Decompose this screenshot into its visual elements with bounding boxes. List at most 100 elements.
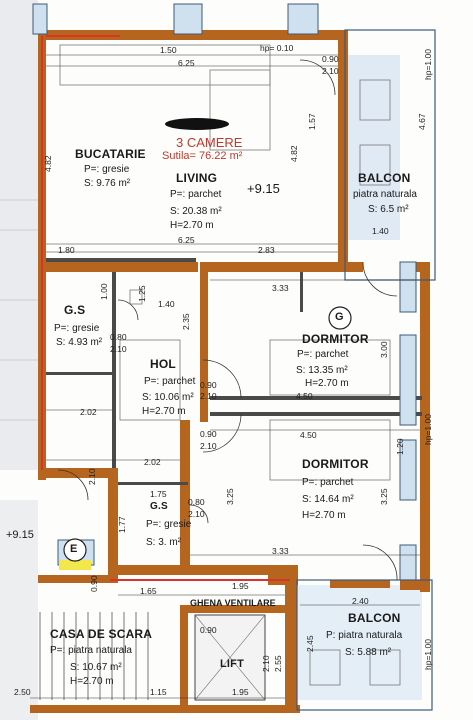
- dimension: 0.90: [89, 575, 99, 592]
- dimension: 4.50: [296, 391, 313, 401]
- room-name: BALCON: [348, 611, 401, 625]
- dimension: 1.95: [232, 581, 249, 591]
- room-floor: P=: parchet: [302, 477, 354, 488]
- room-area: S: 14.64 m²: [302, 494, 354, 505]
- balcony-bottom-floor: [297, 585, 422, 700]
- room-height: H=2.70 m: [70, 676, 114, 687]
- dimension: 1.40: [158, 299, 175, 309]
- adjacent-hatching: [0, 199, 38, 421]
- room-height: H=2.70 m: [142, 406, 186, 417]
- dimension: hp=1.00: [423, 639, 433, 670]
- dimension: 2.55: [273, 655, 283, 672]
- room-height: H=2.70 m: [305, 378, 349, 389]
- door-swings: [57, 59, 398, 581]
- dimension: 2.10: [188, 509, 205, 519]
- dimension: 1.80: [58, 245, 75, 255]
- dimension: 1.50: [160, 45, 177, 55]
- dimension: 0.80: [110, 332, 127, 342]
- dimension: 3.33: [272, 546, 289, 556]
- dimension: 2.10: [110, 344, 127, 354]
- stair-highlight: [59, 560, 91, 570]
- room-area: S: 9.76 m²: [84, 178, 131, 189]
- adjacent-area-left: [0, 0, 38, 470]
- dimension: 2.10: [261, 655, 271, 672]
- room-floor: P=: parchet: [297, 349, 349, 360]
- room-area: S: 10.67 m²: [70, 662, 122, 673]
- room-name: CASA DE SCARA: [50, 627, 153, 641]
- room-name: G.S: [150, 501, 168, 512]
- room-name: HOL: [150, 357, 176, 371]
- room-area: S: 20.38 m²: [170, 206, 222, 217]
- balcony-top-floor: [345, 55, 400, 240]
- room-area: S: 6.5 m²: [368, 204, 409, 215]
- room-name: GHENA VENTILARE: [190, 598, 276, 608]
- room-name: DORMITOR: [302, 457, 369, 471]
- balcony-bottom-outline: [296, 579, 433, 711]
- dimension: 2.02: [144, 457, 161, 467]
- dimension: hp=1.00: [423, 414, 433, 445]
- dimension: 0.90: [200, 429, 217, 439]
- dimension: 1.57: [307, 113, 317, 130]
- dimension: 4.67: [417, 113, 427, 130]
- dimension: 2.10: [200, 441, 217, 451]
- room-floor: P=: parchet: [170, 189, 222, 200]
- dimension: 2.10: [87, 468, 97, 485]
- room-floor: P=: gresie: [84, 164, 130, 175]
- section-marker-label: G: [335, 311, 344, 323]
- dimension: 2.50: [14, 687, 31, 697]
- room-name: G.S: [64, 303, 86, 317]
- interior-partitions: [46, 258, 422, 485]
- dimension-lines: [30, 54, 420, 699]
- room-floor: P=: gresie: [54, 323, 100, 334]
- room-name: LIFT: [220, 658, 245, 670]
- room-floor: P: piatra naturala: [326, 630, 403, 641]
- room-height: H=2.70 m: [170, 220, 214, 231]
- dimension: 1.40: [372, 226, 389, 236]
- dimension: 2.40: [352, 596, 369, 606]
- dimension: 4.82: [43, 155, 53, 172]
- hp-note: hp= 0.10: [260, 43, 294, 53]
- dimension: 1.15: [150, 687, 167, 697]
- furniture: [59, 44, 401, 686]
- dimension: 1.20: [395, 438, 405, 455]
- section-marker-g: [328, 306, 352, 330]
- dimension: hp=1.00: [423, 49, 433, 80]
- room-name: DORMITOR: [302, 332, 369, 346]
- room-name: LIVING: [176, 171, 218, 185]
- apartment-elevation: +9.15: [247, 181, 280, 196]
- room-height: H=2.70 m: [302, 510, 346, 521]
- room-area: S: 3. m²: [146, 537, 182, 548]
- dimension: 2.83: [258, 245, 275, 255]
- dimension: 1.65: [140, 586, 157, 596]
- dimension: 3.25: [225, 488, 235, 505]
- apartment-title: 3 CAMERE: [176, 135, 243, 150]
- adjacent-area-lower-left: [0, 500, 38, 720]
- dimension: 1.25: [137, 285, 147, 302]
- dimension: 0.80: [188, 497, 205, 507]
- apartment-area: Sutila= 76.22 m²: [162, 150, 243, 162]
- dimension: 2.35: [181, 313, 191, 330]
- section-marker-e: [63, 538, 87, 562]
- room-floor: P=: gresie: [146, 519, 192, 530]
- dimension: 1.95: [232, 687, 249, 697]
- room-name: BALCON: [358, 171, 411, 185]
- windows: [32, 3, 417, 581]
- room-area: S: 4.93 m²: [56, 337, 103, 348]
- stair-treads: [39, 612, 149, 700]
- dimension: 2.45: [305, 635, 315, 652]
- room-area: S: 13.35 m²: [296, 365, 348, 376]
- stair-elevation: +9.15: [6, 529, 34, 541]
- dimension: 0.90: [322, 54, 339, 64]
- room-floor: piatra naturala: [353, 189, 417, 200]
- room-floor: P=: piatra naturala: [50, 645, 132, 656]
- dimension: 4.50: [300, 430, 317, 440]
- dimension: 0.90: [200, 625, 217, 635]
- dimension: 6.25: [178, 235, 195, 245]
- room-area: S: 10.06 m²: [142, 392, 194, 403]
- dimension: 1.77: [117, 516, 127, 533]
- dimension: 1.00: [99, 283, 109, 300]
- dimension: 2.10: [322, 66, 339, 76]
- dimension: 6.25: [178, 58, 195, 68]
- dimension: 3.33: [272, 283, 289, 293]
